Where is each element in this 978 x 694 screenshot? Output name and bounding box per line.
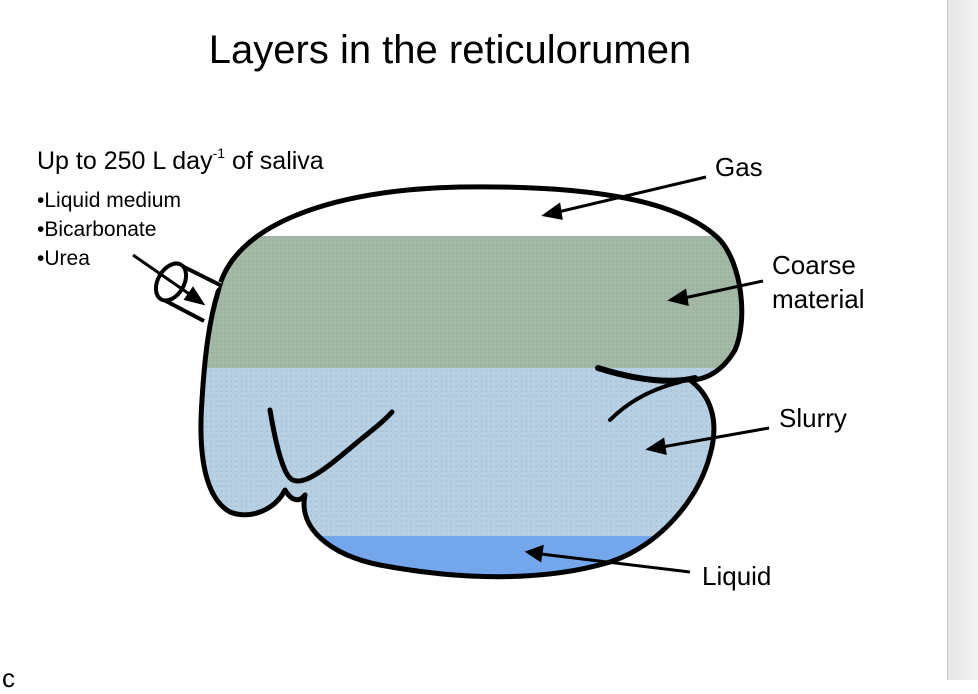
label-coarse-line1: Coarse xyxy=(772,250,856,280)
coarse-material-texture xyxy=(200,236,742,368)
caudal-pillar xyxy=(595,365,698,384)
saliva-heading-prefix: Up to 250 L day xyxy=(37,147,213,175)
bullet-bicarbonate: Bicarbonate xyxy=(37,215,181,244)
label-gas: Gas xyxy=(715,152,763,182)
liquid-arrow xyxy=(540,552,691,574)
pointer-arrows xyxy=(132,175,770,574)
saliva-heading: Up to 250 L day-1 of saliva xyxy=(37,145,324,176)
coarse-arrow xyxy=(683,279,764,300)
label-coarse-material: Coarse material xyxy=(772,248,864,316)
bullet-liquid-medium: Liquid medium xyxy=(37,186,181,215)
saliva-heading-exponent: -1 xyxy=(212,145,226,161)
slurry-arrow xyxy=(661,426,770,449)
rumen-layers xyxy=(200,186,742,577)
slide-title: Layers in the reticulorumen xyxy=(208,28,692,72)
bullet-urea: Urea xyxy=(37,244,181,273)
caudal-fold xyxy=(608,380,682,422)
rumen-outline xyxy=(198,184,745,580)
cropped-corner-text: c xyxy=(2,663,15,693)
label-liquid: Liquid xyxy=(702,561,772,591)
gas-arrow xyxy=(557,175,707,214)
slurry-texture xyxy=(200,368,742,536)
saliva-components-list: Liquid medium Bicarbonate Urea xyxy=(37,186,181,273)
rumen-diagram xyxy=(132,175,770,580)
window-edge-strip xyxy=(947,0,978,680)
label-coarse-line2: material xyxy=(772,284,865,314)
liquid-layer xyxy=(200,536,742,577)
saliva-heading-suffix: of saliva xyxy=(225,147,324,175)
ventral-fold xyxy=(267,407,395,484)
urea-arrow xyxy=(132,253,196,300)
label-slurry: Slurry xyxy=(779,403,847,433)
